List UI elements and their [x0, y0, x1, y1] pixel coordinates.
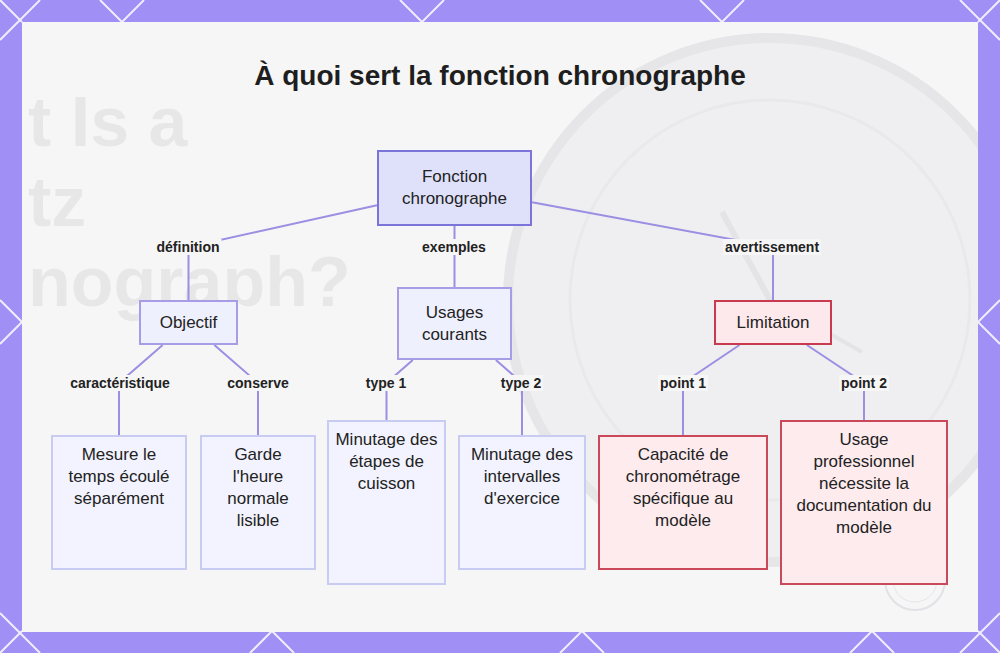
warning-box: Limitation	[714, 300, 832, 345]
edge-label: avertissement	[723, 239, 821, 255]
connector-line	[454, 226, 456, 287]
concept-box: Garde l'heure normale lisible	[200, 435, 316, 570]
node-text: Garde l'heure normale lisible	[202, 444, 314, 532]
concept-box: Objectif	[139, 300, 238, 345]
warning-box: Capacité de chronométrage spécifique au …	[598, 435, 768, 570]
clock-hand	[722, 212, 770, 300]
node-text: Minutage des intervalles d'exercice	[460, 444, 584, 510]
node-text: Minutage des étapes de cuisson	[329, 429, 444, 495]
diagram-title: À quoi sert la fonction chronographe	[0, 60, 1000, 92]
watermark-text: tz	[28, 162, 86, 242]
edge-label: caractéristique	[68, 375, 172, 391]
edge-label: point 1	[658, 375, 708, 391]
node-text: Objectif	[154, 312, 224, 334]
edge-label: point 2	[839, 375, 889, 391]
concept-box: Usages courants	[397, 287, 512, 360]
root-box: Fonction chronographe	[377, 150, 532, 226]
edge-label: type 2	[499, 375, 543, 391]
watermark-text: t Is a	[28, 82, 188, 162]
edge-label: exemples	[420, 239, 488, 255]
connector-line	[496, 360, 522, 435]
node-text: Limitation	[731, 312, 816, 334]
edge-label: conserve	[225, 375, 290, 391]
node-text: Mesure le temps écoulé séparément	[53, 444, 185, 510]
concept-box: Minutage des intervalles d'exercice	[458, 435, 586, 570]
node-text: Capacité de chronométrage spécifique au …	[600, 444, 766, 532]
node-text: Usages courants	[399, 302, 510, 346]
edge-label: type 1	[364, 375, 408, 391]
edge-label: définition	[155, 239, 222, 255]
node-text: Fonction chronographe	[379, 166, 530, 210]
warning-box: Usage professionnel nécessite la documen…	[780, 420, 948, 585]
concept-box: Mesure le temps écoulé séparément	[51, 435, 187, 570]
concept-box: Minutage des étapes de cuisson	[327, 420, 446, 585]
node-text: Usage professionnel nécessite la documen…	[782, 429, 946, 539]
